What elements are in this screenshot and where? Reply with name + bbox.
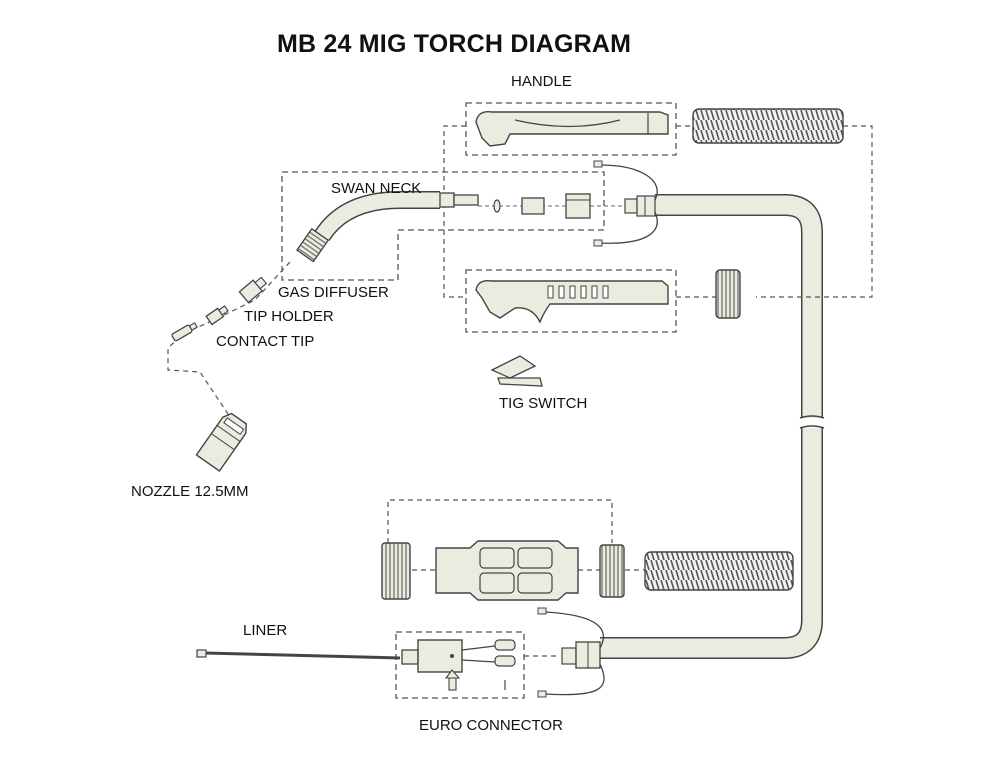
label-swan-neck: SWAN NECK bbox=[331, 180, 422, 197]
neck-nut bbox=[565, 193, 591, 219]
euro-connector-box bbox=[395, 631, 525, 699]
label-contact-tip: CONTACT TIP bbox=[216, 333, 315, 350]
neck-insulator bbox=[521, 197, 545, 215]
liner-part bbox=[196, 649, 401, 660]
handle-top-box bbox=[465, 102, 677, 156]
label-euro-connector: EURO CONNECTOR bbox=[419, 717, 563, 734]
handle-nut bbox=[715, 269, 741, 319]
euro-connector-part bbox=[401, 639, 516, 691]
label-nozzle: NOZZLE 12.5MM bbox=[131, 483, 249, 500]
handle-bottom-half bbox=[475, 280, 669, 324]
rear-cable-spring bbox=[644, 551, 794, 591]
handle-top-half bbox=[475, 111, 669, 147]
contact-tip-part bbox=[171, 322, 198, 342]
o-ring bbox=[493, 199, 501, 213]
tip-holder-part bbox=[205, 305, 229, 326]
handle-bottom-box bbox=[465, 269, 677, 333]
diagram-title: MB 24 MIG TORCH DIAGRAM bbox=[277, 30, 632, 58]
tig-switch-part bbox=[490, 355, 543, 387]
label-gas-diffuser: GAS DIFFUSER bbox=[278, 284, 389, 301]
label-tig-switch: TIG SWITCH bbox=[499, 395, 588, 412]
label-handle: HANDLE bbox=[511, 73, 572, 90]
rear-handle-body bbox=[435, 540, 579, 601]
handle-connector bbox=[593, 160, 658, 247]
label-tip-holder: TIP HOLDER bbox=[244, 308, 334, 325]
cable-end-connector bbox=[537, 607, 605, 698]
label-liner: LINER bbox=[243, 622, 288, 639]
rear-nut-left bbox=[381, 542, 411, 600]
swan-neck bbox=[296, 191, 479, 263]
consumables-chain-line bbox=[167, 261, 291, 421]
handle-grip-ribs bbox=[547, 285, 609, 299]
swan-neck-box bbox=[281, 171, 605, 281]
nozzle-part bbox=[195, 412, 248, 472]
gas-diffuser-part bbox=[238, 276, 268, 304]
cable bbox=[600, 194, 825, 659]
cable-support-spring bbox=[692, 108, 844, 144]
rear-nut-right bbox=[599, 544, 625, 598]
